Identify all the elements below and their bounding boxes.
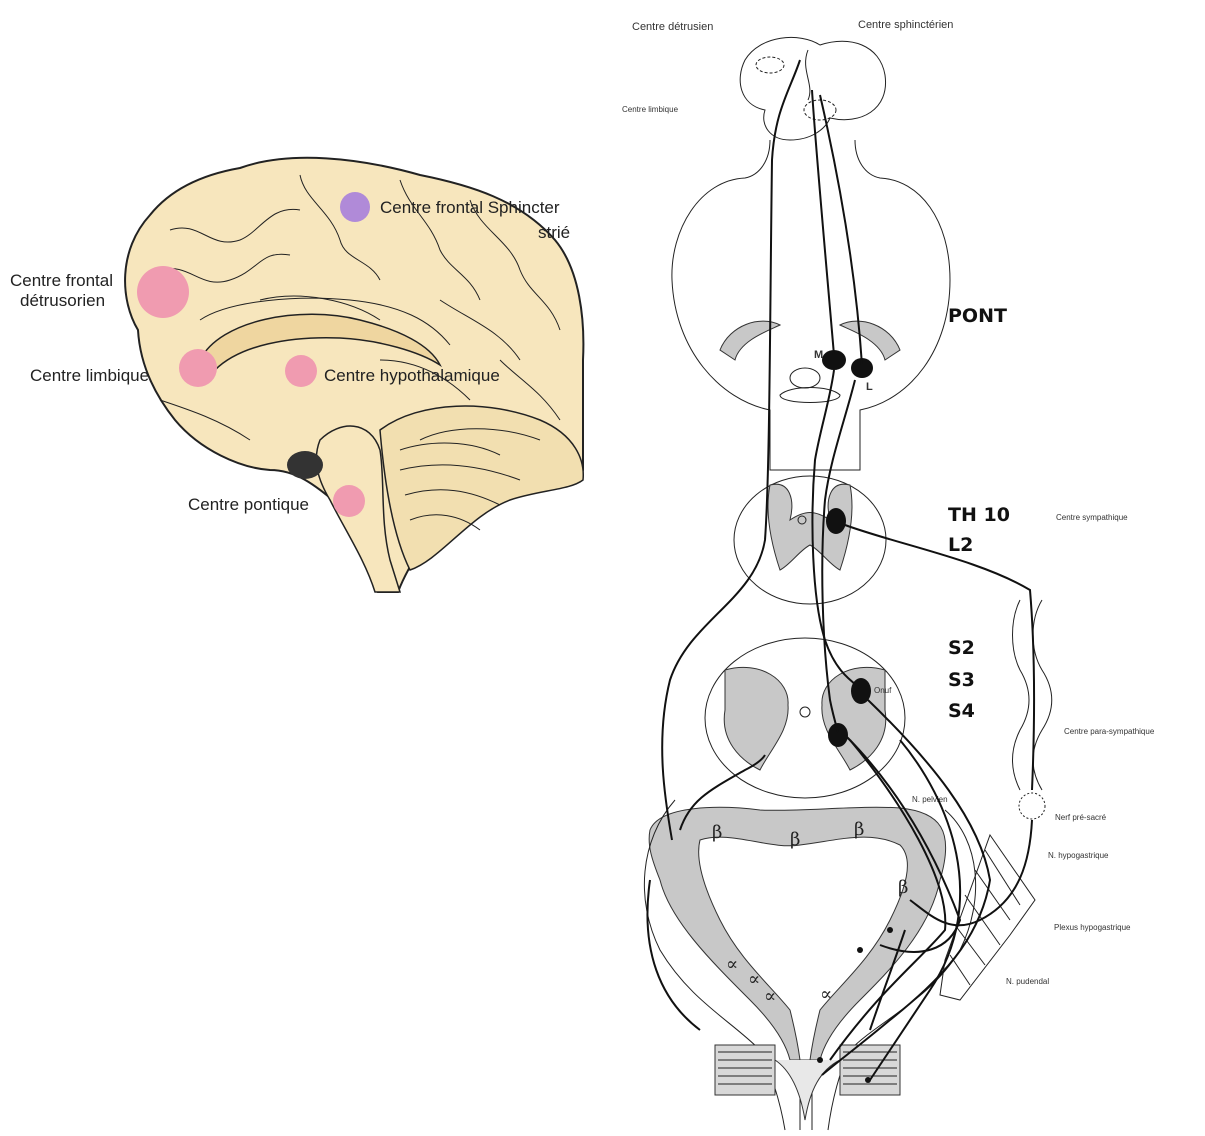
level-th10: TH 10 [948,504,1010,526]
frontal-sphincter-center [340,192,370,222]
alpha-4: ∝ [820,984,832,1005]
label-frontal-detrusor: Centre frontal [10,271,113,290]
label-pontine: Centre pontique [188,495,309,514]
hypothalamic-center [285,355,317,387]
label-pudendal: N. pudendal [1006,977,1049,986]
alpha-3: ∝ [764,986,776,1007]
label-nucleus-m: M [814,349,823,361]
label-top-detrusor: Centre détrusien [632,21,713,33]
label-pelvic: N. pelvien [912,795,948,804]
cerebellum [380,406,583,570]
midbrain-shadow [287,451,323,479]
brain-illustration: Centre frontal Sphincter strié Centre fr… [10,158,583,592]
bladder [644,800,975,1130]
label-parasympathetic: Centre para-sympathique [1064,727,1155,736]
label-frontal-detrusor-2: détrusorien [20,291,105,310]
presacral-ganglion [1019,793,1045,819]
level-l2: L2 [948,534,973,556]
thoracolumbar-section [734,476,886,604]
label-top-limbic: Centre limbique [622,105,679,114]
frontal-detrusor-center [137,266,189,318]
pathway-diagram: Centre détrusien Centre sphinctérien Cen… [622,19,1155,1130]
label-presacral: Nerf pré-sacré [1055,813,1107,822]
label-onuf: Onuf [874,686,892,695]
level-s2: S2 [948,637,975,659]
level-s4: S4 [948,700,975,722]
label-hypothalamic: Centre hypothalamique [324,366,500,385]
beta-1: β [712,822,722,843]
sympathetic-nucleus [826,508,846,534]
beta-3: β [854,819,864,840]
sympathetic-chain [1033,600,1052,790]
pontine-center [333,485,365,517]
sacral-section: Onuf [705,638,905,798]
label-frontal-sphincter-2: strié [538,223,570,242]
label-hypogastric-plexus: Plexus hypogastrique [1054,923,1131,932]
cerebrum-sketch [740,37,885,140]
label-sympathetic: Centre sympathique [1056,513,1128,522]
label-hypogastric-n: N. hypogastrique [1048,851,1109,860]
alpha-2: ∝ [748,969,760,990]
beta-2: β [790,829,800,850]
hypogastric-plexus [940,835,1035,1000]
beta-4: β [898,877,908,898]
pons-section: M L [672,140,950,470]
level-pont: PONT [948,305,1007,327]
limbic-center [179,349,217,387]
label-nucleus-l: L [866,381,873,393]
label-top-sphincter: Centre sphinctérien [858,19,953,31]
label-limbic: Centre limbique [30,366,149,385]
label-frontal-sphincter: Centre frontal Sphincter [380,198,560,217]
level-s3: S3 [948,669,975,691]
alpha-1: ∝ [726,954,738,975]
